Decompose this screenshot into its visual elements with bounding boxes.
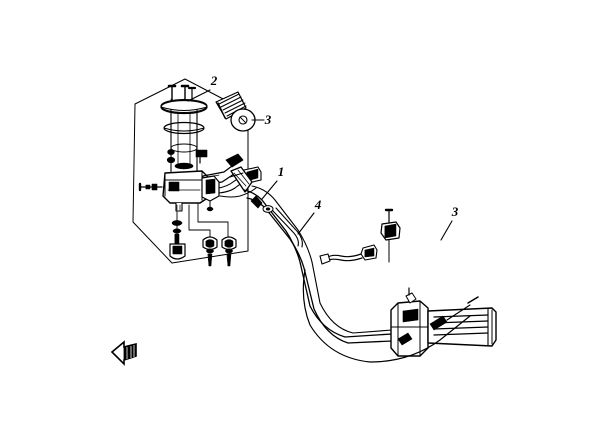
cable-adjuster — [397, 332, 413, 346]
master-cylinder-body — [162, 170, 210, 212]
callout-box-outline — [132, 78, 249, 264]
callout-number-1: 1 — [278, 164, 285, 179]
handlebar-tube-inner-edge — [251, 185, 393, 334]
throttle-cable — [302, 269, 479, 363]
leader-4 — [297, 212, 315, 235]
reservoir-cap — [160, 98, 208, 115]
reservoir-diaphragm — [163, 121, 205, 135]
callout-number-4: 4 — [314, 197, 322, 212]
switch-wire — [325, 253, 362, 259]
callout-number-3-left: 3 — [264, 112, 272, 127]
grip-ribs-left — [218, 93, 247, 117]
leader-3-right — [440, 220, 453, 241]
page-reference-arrow-marker — [110, 340, 137, 366]
leader-2 — [187, 89, 211, 102]
callout-number-2: 2 — [210, 73, 218, 88]
callout-leader-lines — [187, 89, 453, 241]
leader-1 — [261, 180, 278, 200]
throttle-cable-path — [302, 269, 471, 363]
lower-hardware-parts — [169, 220, 237, 267]
master-cylinder-internal-parts — [166, 149, 208, 170]
callout-number-3-right: 3 — [451, 204, 459, 219]
master-cylinder-callout-box — [132, 78, 249, 264]
handlebar-left-mount-block — [250, 195, 263, 209]
master-cylinder-assembly — [138, 84, 262, 267]
brake-light-switch-block — [201, 175, 220, 212]
banjo-bolt — [138, 182, 163, 192]
